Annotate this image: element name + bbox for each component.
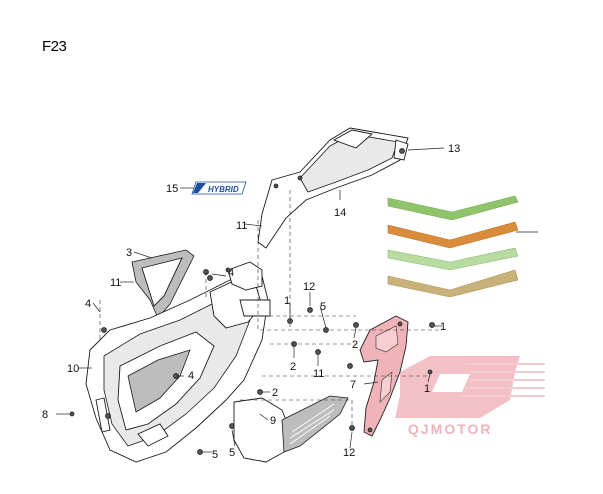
- callout-13: 15: [166, 183, 178, 195]
- callout-12-mid: 14: [334, 207, 346, 219]
- callout-5-lower: 5: [229, 447, 235, 459]
- decal-stripes: [387, 195, 519, 298]
- assembly-lines: [99, 190, 440, 430]
- callout-1-low: 1: [424, 383, 430, 395]
- lower-grille-6: [233, 395, 349, 463]
- inner-cowl-assembly: [85, 261, 271, 463]
- figure-code: F23: [42, 38, 67, 55]
- callout-1-mid: 1: [284, 295, 290, 307]
- callout-2-right: 2: [352, 339, 358, 351]
- callout-4-mid: 4: [188, 370, 194, 382]
- callout-12-top: 13: [448, 143, 460, 155]
- callout-5-top: 5: [320, 301, 326, 313]
- callout-7: 11: [236, 220, 247, 232]
- callout-1-right: 1: [440, 321, 446, 333]
- callout-3: 3: [126, 247, 132, 259]
- callout-9: 10: [67, 363, 79, 375]
- callout-11-bottom: 12: [343, 447, 355, 459]
- leader-lines: [56, 147, 538, 453]
- callout-10: 7: [350, 379, 356, 391]
- callout-6: 9: [270, 415, 276, 427]
- upper-fairing: [257, 127, 409, 249]
- side-panel-8: [131, 249, 195, 319]
- callout-8: 11: [110, 277, 121, 289]
- qjmotor-watermark-logo: QJMOTOR: [395, 356, 545, 437]
- callout-4-top: 4: [228, 267, 234, 279]
- callout-numbers: 15 13 14 11 3 11 4 12 1 4 5 1 2 2 11 10 …: [42, 143, 460, 461]
- callout-2-mid: 2: [290, 361, 296, 373]
- callout-15: 8: [42, 409, 48, 421]
- callout-11-mid: 11: [313, 368, 324, 380]
- callout-11-top: 12: [303, 281, 315, 293]
- callout-5-bottom: 5: [212, 449, 218, 461]
- watermark-text: QJMOTOR: [408, 421, 493, 437]
- callout-4-left: 4: [85, 298, 91, 310]
- hybrid-badge-text: HYBRID: [208, 185, 239, 194]
- hybrid-badge: HYBRID: [191, 181, 247, 195]
- callout-2-low: 2: [272, 387, 278, 399]
